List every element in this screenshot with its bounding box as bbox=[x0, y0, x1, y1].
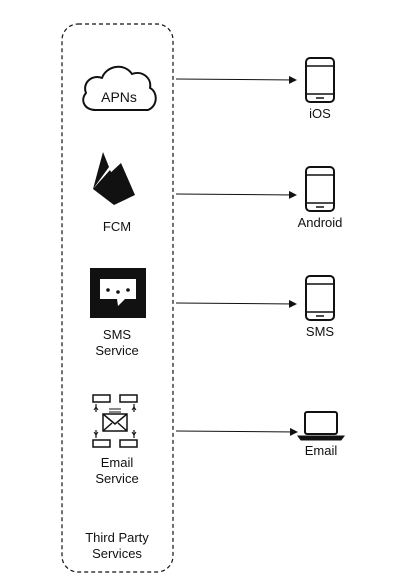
group-label-line1: Third Party bbox=[85, 530, 149, 545]
email-service-label-line2: Service bbox=[95, 471, 139, 486]
email-label: Email bbox=[304, 443, 338, 458]
sms-label: SMS bbox=[305, 324, 335, 339]
sms-service-label-line2: Service bbox=[95, 343, 139, 358]
group-label: Third Party Services bbox=[85, 530, 149, 562]
sms-service-label-line1: SMS bbox=[102, 327, 132, 342]
firebase-icon bbox=[93, 152, 135, 205]
chat-bubble-icon bbox=[90, 268, 146, 318]
ios-label: iOS bbox=[309, 106, 331, 121]
email-service-label-line1: Email bbox=[100, 455, 134, 470]
arrow-apns-to-ios bbox=[175, 75, 297, 84]
arrow-sms-to-sms bbox=[175, 299, 297, 308]
email-service-icon bbox=[92, 394, 138, 448]
android-label: Android bbox=[297, 215, 343, 230]
group-label-line2: Services bbox=[92, 546, 142, 561]
apns-label: APNs bbox=[101, 89, 137, 105]
cloud-icon bbox=[82, 65, 157, 111]
arrow-fcm-to-android bbox=[175, 190, 297, 199]
laptop-icon bbox=[297, 411, 345, 441]
fcm-label: FCM bbox=[102, 219, 132, 234]
phone-icon bbox=[305, 275, 335, 321]
email-service-label: Email Service bbox=[95, 455, 138, 487]
sms-service-label: SMS Service bbox=[95, 327, 138, 359]
phone-icon bbox=[305, 57, 335, 103]
arrow-email-to-email bbox=[175, 427, 298, 436]
phone-icon bbox=[305, 166, 335, 212]
